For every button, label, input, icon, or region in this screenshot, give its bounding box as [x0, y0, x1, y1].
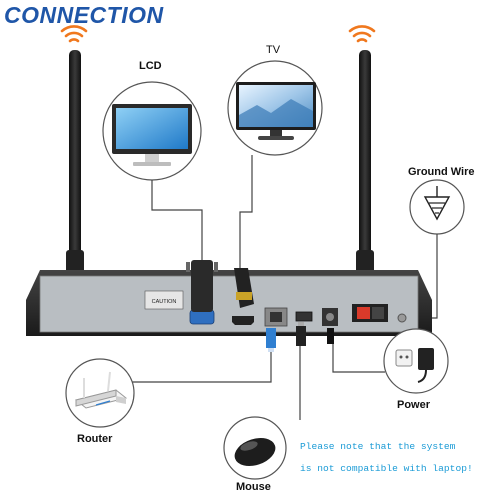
power-adapter-icon: [383, 328, 449, 394]
nvr-recorder: [26, 270, 432, 336]
router-label: Router: [77, 433, 113, 445]
page-title: CONNECTION: [4, 2, 164, 28]
tv-icon: [227, 60, 323, 156]
compatibility-note-line-2: is not compatible with laptop!: [300, 463, 473, 474]
vga-cable: [186, 260, 218, 312]
wifi-signal-icon-right: [348, 25, 376, 43]
ground-wire-label: Ground Wire: [408, 166, 475, 178]
lan-cable: [266, 328, 276, 352]
dc-cable: [327, 328, 334, 344]
mouse-label: Mouse: [236, 481, 271, 493]
router-line: [132, 346, 272, 383]
lcd-line: [151, 180, 203, 262]
router-icon: [65, 358, 135, 428]
caution-label: CAUTION: [152, 299, 177, 305]
lcd-monitor-icon: [102, 81, 202, 181]
ground-wire-icon: [409, 179, 465, 235]
usb-cable: [296, 322, 306, 346]
compatibility-note-line-1: Please note that the system: [300, 441, 456, 452]
tv-label: TV: [266, 44, 281, 56]
tv-line: [239, 155, 253, 270]
hdmi-cable: [234, 268, 254, 308]
mouse-icon: [223, 416, 287, 480]
antenna-left: [63, 50, 87, 298]
wifi-signal-icon-left: [60, 25, 88, 43]
power-label: Power: [397, 399, 431, 411]
lcd-label: LCD: [139, 60, 162, 72]
antenna-right: [353, 50, 377, 298]
